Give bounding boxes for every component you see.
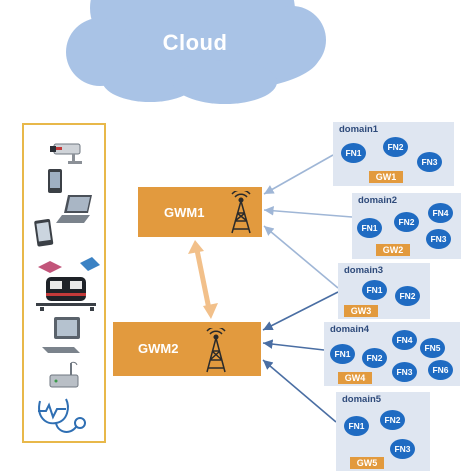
fog-node: FN6 [428, 360, 453, 380]
domain-title: domain4 [330, 324, 370, 335]
gwm2-label: GWM2 [138, 341, 179, 356]
fog-node: FN2 [395, 286, 420, 306]
monitor-icon [42, 317, 80, 353]
device-icons [34, 143, 100, 433]
fog-node: FN3 [392, 362, 417, 382]
fog-node: FN2 [362, 348, 387, 368]
gateway-tag: GW1 [369, 171, 403, 183]
links-gwm2 [262, 291, 339, 423]
fog-node: FN3 [417, 152, 442, 172]
fog-node: FN1 [362, 280, 387, 300]
fog-node: FN4 [428, 203, 453, 223]
gateway-tag: GW5 [350, 457, 384, 469]
links-gwm1 [263, 154, 353, 289]
fog-node: FN4 [392, 330, 417, 350]
laptop-icon [56, 195, 92, 223]
router-icon [49, 361, 79, 388]
fog-node: FN1 [344, 416, 369, 436]
cloud-label: Cloud [162, 30, 228, 55]
fog-node: FN2 [380, 410, 405, 430]
gateway-tag: GW4 [338, 372, 372, 384]
fog-node: FN1 [341, 143, 366, 163]
gwm-link [188, 240, 218, 319]
gateway-tag: GW2 [376, 244, 410, 256]
camera-icon [50, 143, 82, 164]
domain-1: domain1 FN1 FN2 FN3 GW1 [333, 122, 454, 186]
domain-2: domain2 FN1 FN2 FN4 FN3 GW2 [352, 193, 461, 259]
antenna-tower-icon [206, 328, 226, 373]
fog-node: FN3 [390, 439, 415, 459]
device-panel [22, 123, 106, 443]
domain-title: domain3 [344, 265, 384, 276]
tablet-icon [34, 219, 54, 247]
fog-node: FN3 [426, 229, 451, 249]
domain-5: domain5 FN1 FN2 FN3 GW5 [336, 392, 430, 471]
fog-node: FN5 [420, 338, 445, 358]
smartphone-icon [48, 169, 62, 193]
fog-node: FN1 [330, 344, 355, 364]
gwm1-label: GWM1 [164, 205, 205, 220]
fog-node: FN1 [357, 218, 382, 238]
stethoscope-icon [38, 398, 86, 433]
gateway-manager-gwm2: GWM2 [113, 322, 261, 376]
train-icon [36, 277, 96, 311]
domain-title: domain1 [339, 124, 379, 135]
fog-node: FN2 [394, 212, 419, 232]
drone-icon [38, 257, 100, 273]
cloud-shape [66, 0, 326, 104]
gateway-tag: GW3 [344, 305, 378, 317]
domain-3: domain3 FN1 FN2 GW3 [338, 263, 430, 319]
domain-4: domain4 FN1 FN2 FN4 FN5 FN3 FN6 GW4 [324, 322, 460, 386]
domain-title: domain2 [358, 195, 398, 206]
fog-node: FN2 [383, 137, 408, 157]
antenna-tower-icon [231, 191, 251, 234]
domain-title: domain5 [342, 394, 382, 405]
gateway-manager-gwm1: GWM1 [138, 187, 262, 237]
